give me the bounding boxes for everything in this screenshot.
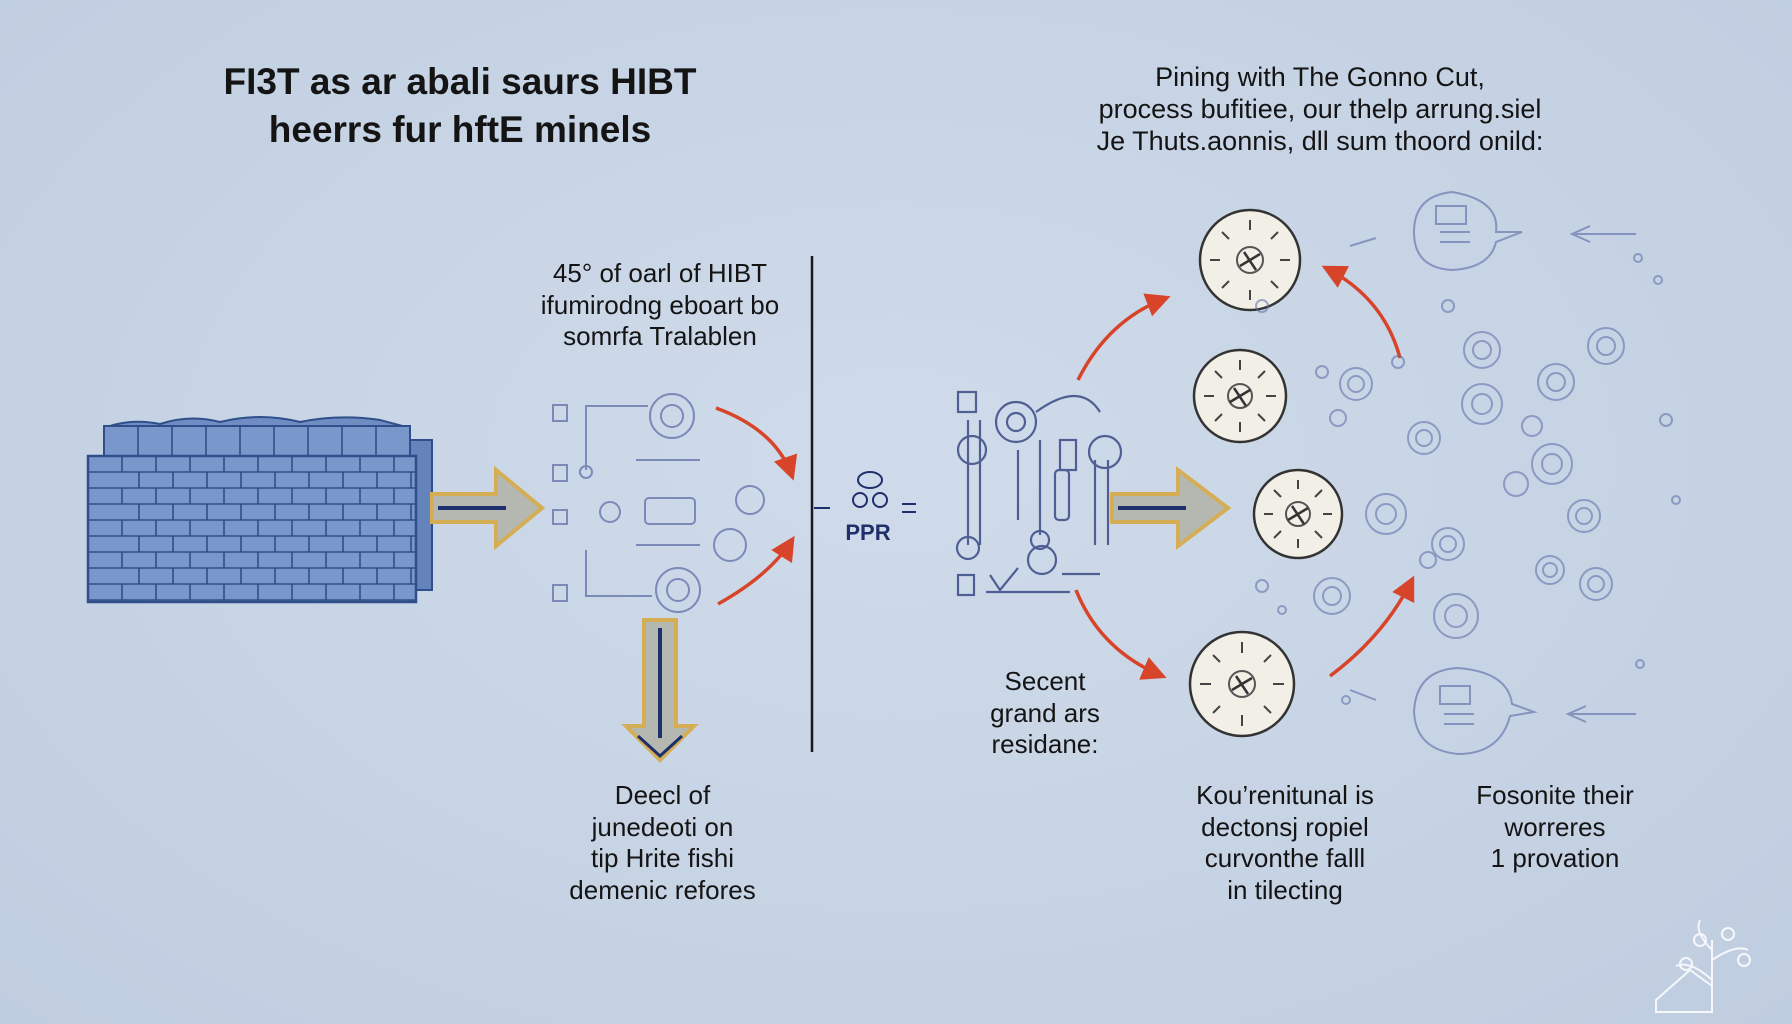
- plant-doodle-icon: [1655, 919, 1751, 1013]
- speech-bubbles: [1349, 190, 1636, 756]
- bubble-inner: [1472, 340, 1492, 360]
- bubble: [1531, 443, 1573, 485]
- bubble: [1315, 365, 1329, 379]
- label-bottom-right-line-3: 1 provation: [1490, 843, 1620, 874]
- label-stat-line-3: somrfa Tralablen: [563, 321, 757, 352]
- tools-sketch: [955, 390, 1123, 597]
- label-center-line-1: Secent: [1004, 666, 1086, 696]
- bubble: [1503, 471, 1529, 497]
- bubble-inner: [1375, 503, 1397, 525]
- title-right-line-1: Pining with The Gonno Cut,: [1155, 62, 1485, 92]
- bubble: [1635, 659, 1645, 669]
- bubble-inner: [1471, 393, 1493, 415]
- bubble: [1433, 593, 1479, 639]
- label-bottom-mid-line-3: curvonthe falll: [1204, 843, 1366, 874]
- bubble-inner: [1596, 336, 1616, 356]
- bubble: [1365, 493, 1407, 535]
- bubble: [1329, 409, 1347, 427]
- bubble: [1521, 415, 1543, 437]
- label-center-line-2: grand ars: [990, 697, 1100, 728]
- arrow-down: [621, 618, 699, 763]
- bubble: [1341, 695, 1351, 705]
- bubble: [1567, 499, 1601, 533]
- label-stat: 45° of oarl of HIBT ifumirodng eboart bo…: [480, 258, 840, 353]
- label-bottom-left-line-1: Deecl of: [614, 780, 711, 810]
- bubble: [1339, 367, 1373, 401]
- bubble: [1537, 363, 1575, 401]
- bubble: [1407, 421, 1441, 455]
- bubble-inner: [1542, 562, 1558, 578]
- label-bottom-mid-line-4: in tilecting: [1227, 875, 1343, 906]
- label-center-line-3: residane:: [991, 729, 1099, 760]
- label-bottom-mid-line-2: dectonsj ropiel: [1201, 811, 1369, 842]
- bubble: [1441, 299, 1455, 313]
- label-bottom-right-line-2: worreres: [1504, 811, 1606, 842]
- title-left: FI3T as ar abali saurs HIBT heerrs fur h…: [120, 58, 800, 154]
- bubble: [1431, 527, 1465, 561]
- bubble-inner: [1444, 604, 1468, 628]
- title-left-line-2: heerrs fur hftE minels: [268, 109, 652, 151]
- left-sketch-cluster: [552, 393, 765, 613]
- arrow-center-to-right: [1110, 465, 1232, 551]
- arrow-wall-to-center: [430, 465, 546, 551]
- title-right-line-2: process bufitiee, our thelp arrung.siel: [1098, 93, 1542, 124]
- clock-nodes: [1188, 208, 1344, 738]
- bubble: [1587, 327, 1625, 365]
- bubble: [1461, 383, 1503, 425]
- label-bottom-mid: Kou’renitunal is dectonsj ropiel curvont…: [1140, 780, 1430, 907]
- bubble-inner: [1439, 535, 1457, 553]
- red-arrows-right: [1074, 265, 1415, 680]
- bubble-inner: [1347, 375, 1365, 393]
- bubble-inner: [1541, 453, 1563, 475]
- bubble: [1313, 577, 1351, 615]
- label-bottom-left-line-2: junedeoti on: [591, 811, 734, 842]
- bubble: [1391, 355, 1405, 369]
- red-arrows-left: [715, 406, 798, 606]
- bubble-inner: [1575, 507, 1593, 525]
- bubble: [1535, 555, 1565, 585]
- clock-node: [1188, 630, 1296, 738]
- label-bottom-right-line-1: Fosonite their: [1476, 780, 1634, 810]
- bubble-inner: [1322, 586, 1342, 606]
- label-center: Secent grand ars residane:: [940, 666, 1150, 761]
- bubble-inner: [1587, 575, 1605, 593]
- clock-node: [1192, 348, 1288, 444]
- label-stat-line-2: ifumirodng eboart bo: [540, 289, 780, 320]
- bubble-inner: [1415, 429, 1433, 447]
- ppr-node-label: PPR: [845, 520, 891, 545]
- bubble: [1653, 275, 1663, 285]
- label-bottom-left-line-4: demenic refores: [569, 875, 756, 906]
- label-stat-line-1: 45° of oarl of HIBT: [552, 258, 768, 288]
- clock-node: [1198, 208, 1302, 312]
- bubble: [1255, 299, 1269, 313]
- bubble: [1419, 551, 1437, 569]
- bubble: [1255, 579, 1269, 593]
- bubble: [1633, 253, 1643, 263]
- bubble: [1671, 495, 1681, 505]
- clock-node: [1252, 468, 1344, 560]
- label-bottom-right: Fosonite their worreres 1 provation: [1440, 780, 1670, 875]
- label-bottom-mid-line-1: Kou’renitunal is: [1196, 780, 1374, 810]
- label-bottom-left: Deecl of junedeoti on tip Hrite fishi de…: [520, 780, 805, 907]
- bubble-field: [1255, 253, 1681, 705]
- ppr-node: [814, 471, 916, 513]
- bubble: [1659, 413, 1673, 427]
- label-bottom-left-line-3: tip Hrite fishi: [590, 843, 735, 874]
- title-right: Pining with The Gonno Cut, process bufit…: [1000, 62, 1640, 158]
- bubble-inner: [1546, 372, 1566, 392]
- title-left-line-1: FI3T as ar abali saurs HIBT: [223, 61, 697, 102]
- brick-wall: [86, 416, 433, 604]
- bubble: [1579, 567, 1613, 601]
- bubble: [1463, 331, 1501, 369]
- bubble: [1277, 605, 1287, 615]
- title-right-line-3: Je Thuts.aonnis, dll sum thoord onild:: [1096, 125, 1544, 156]
